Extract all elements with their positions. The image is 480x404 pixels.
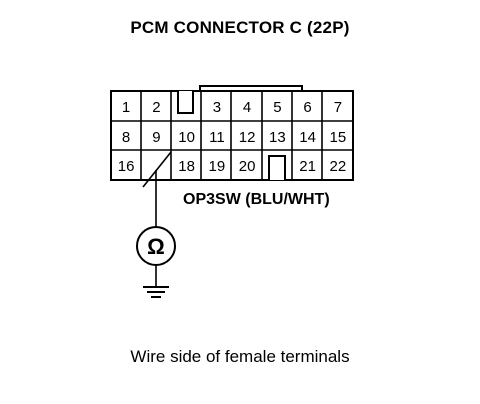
terminal-7: 7 [334, 99, 342, 116]
diagram-title: PCM CONNECTOR C (22P) [130, 18, 350, 37]
terminal-12: 12 [239, 129, 256, 146]
terminal-8: 8 [122, 129, 130, 146]
ground-icon [143, 286, 169, 298]
ohm-symbol: Ω [147, 234, 165, 259]
terminal-14: 14 [299, 129, 316, 146]
probe-diagonal [142, 151, 172, 188]
terminal-9: 9 [152, 129, 160, 146]
connector-top-notch [177, 91, 194, 114]
diagram-caption: Wire side of female terminals [130, 347, 350, 366]
terminal-19: 19 [209, 158, 226, 175]
terminal-15: 15 [330, 129, 347, 146]
terminal-20: 20 [239, 158, 256, 175]
terminal-22: 22 [330, 158, 347, 175]
terminal-16: 16 [118, 158, 135, 175]
terminal-21: 21 [299, 158, 316, 175]
connector-housing [110, 90, 354, 181]
terminal-10: 10 [178, 129, 195, 146]
connector-bottom-notch [268, 155, 286, 180]
terminal-18: 18 [178, 158, 195, 175]
wire-label: OP3SW (BLU/WHT) [183, 191, 330, 208]
terminal-1: 1 [122, 99, 130, 116]
terminal-5: 5 [273, 99, 281, 116]
terminal-3: 3 [213, 99, 221, 116]
terminal-11: 11 [209, 129, 225, 146]
terminal-4: 4 [243, 99, 251, 116]
connector-top-key [199, 85, 303, 91]
terminal-13: 13 [269, 129, 286, 146]
terminal-6: 6 [303, 99, 311, 116]
terminal-2: 2 [152, 99, 160, 116]
